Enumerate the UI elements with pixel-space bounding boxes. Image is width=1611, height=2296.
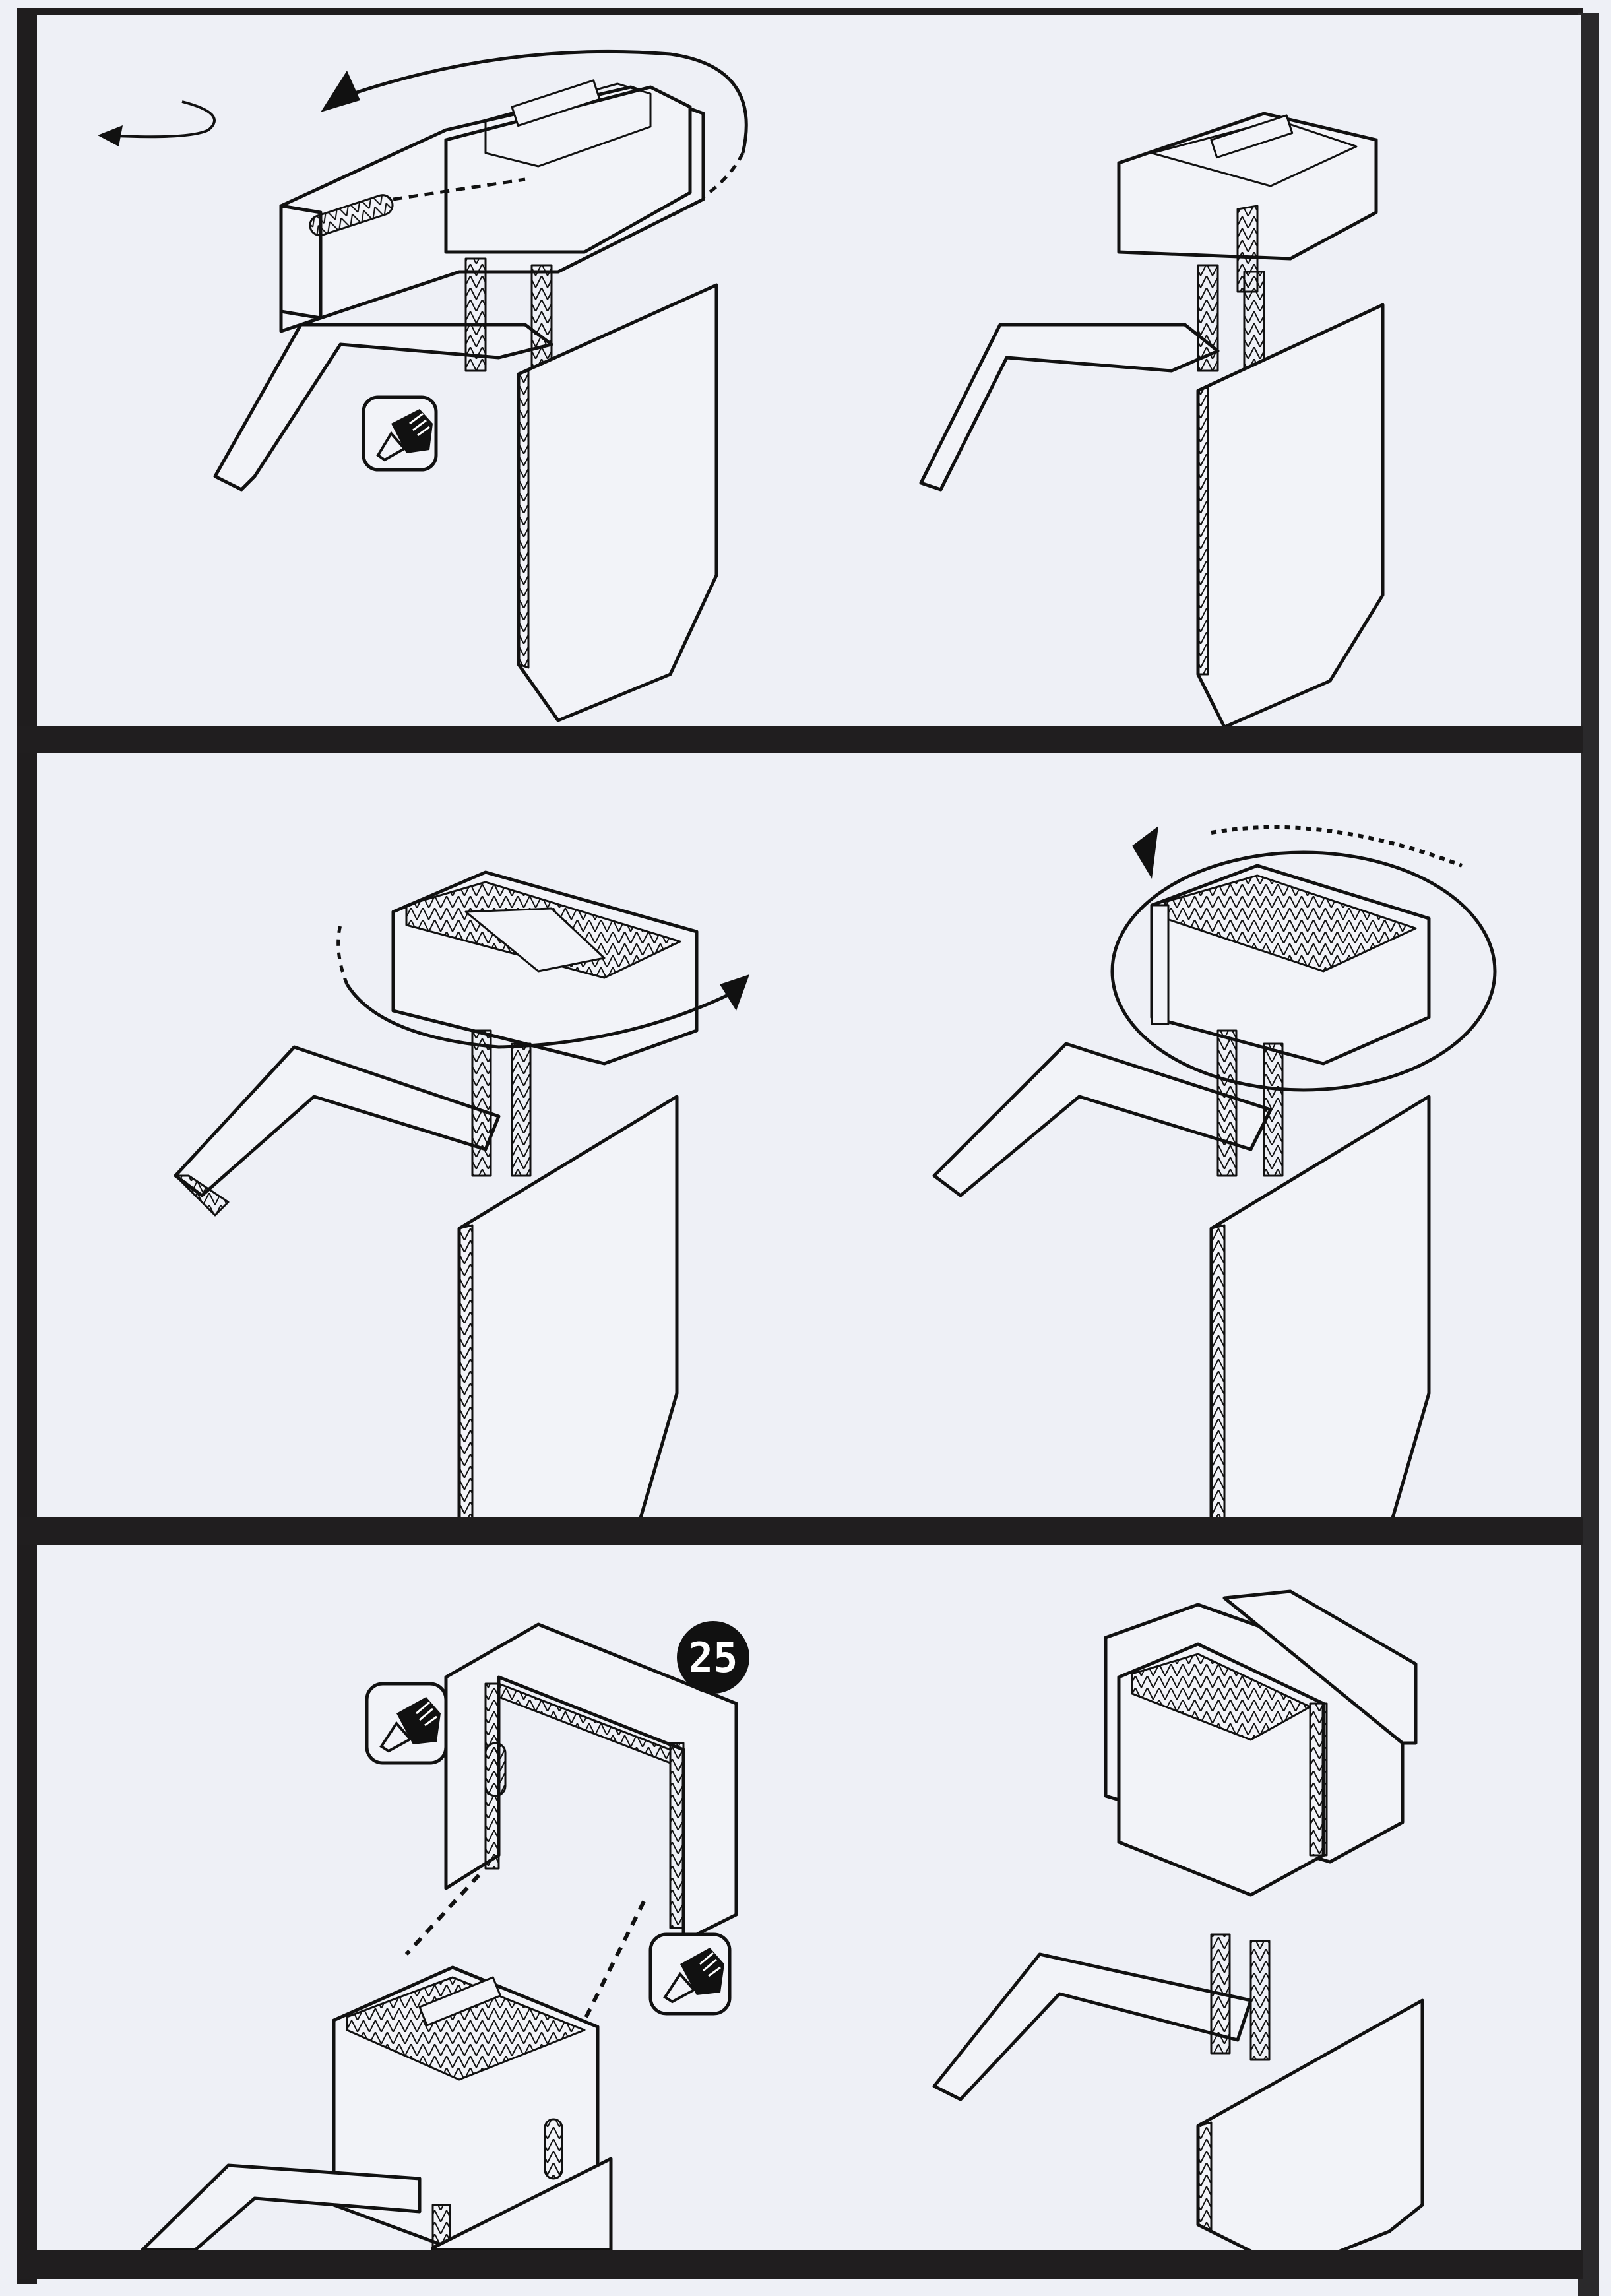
model-step-3a [141, 1965, 613, 2250]
frame-bottom-border [17, 2250, 1583, 2279]
panel-divider-2 [17, 1517, 1583, 1545]
glue-gun-icon [362, 395, 438, 472]
frame-top-border [17, 8, 1583, 15]
model-step-2a [174, 870, 699, 1517]
rotate-arrow-icon [1110, 825, 1497, 1092]
frame-left-border [17, 8, 37, 2284]
part-25-bracket [444, 1622, 738, 1943]
model-step-2b [932, 864, 1431, 1517]
rotate-direction-icon [98, 100, 216, 146]
model-step-1a [213, 79, 718, 722]
panel-2: Panel 2 [37, 753, 1581, 1517]
rotate-arrow-icon [336, 924, 749, 1049]
panel-1: Panel 1 [37, 15, 1581, 726]
panel-3-illustration: 25 [141, 1589, 1424, 2250]
glue-gun-icon [365, 1682, 448, 1765]
model-step-1b [919, 112, 1385, 726]
svg-text:25: 25 [689, 1634, 738, 1682]
part-number-badge: 25 [677, 1621, 749, 1694]
glue-gun-icon [648, 1932, 732, 2016]
panel-1-illustration [98, 49, 1385, 726]
panel-2-illustration [174, 825, 1497, 1517]
panel-3: Panel 3 25 [37, 1545, 1581, 2250]
frame-right-border [1578, 13, 1599, 2296]
alignment-guide [404, 1873, 481, 1956]
model-step-3b [932, 1589, 1424, 2250]
panel-divider-1 [17, 726, 1583, 753]
